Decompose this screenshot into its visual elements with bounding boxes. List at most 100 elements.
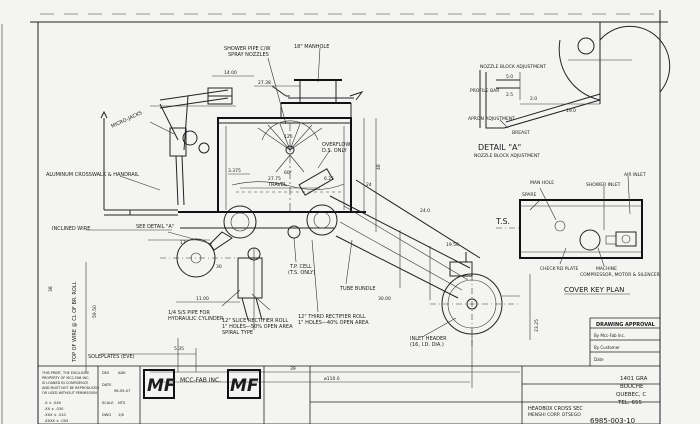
label-inclined-wire: INCLINED WIRE <box>52 226 90 232</box>
label-detail-a: DETAIL "A" <box>478 143 521 152</box>
label-third-roll-1: 12" THIRD RECTIFIER ROLL <box>298 314 366 320</box>
label-third-roll-2: 1" HOLES—40% OPEN AREA <box>298 320 369 326</box>
dim-30: 30 <box>216 264 222 270</box>
tolerance-row: .X ± .040 <box>44 401 62 405</box>
tolerance-row: .XX ± .030 <box>44 407 64 411</box>
frame-and-rolls <box>160 204 366 330</box>
detail-a-view <box>479 22 671 129</box>
dim-2325: 23.25 <box>534 319 540 332</box>
label-slice-roll-3: SPIRAL TYPE <box>222 330 253 336</box>
field-value: 1/8 <box>118 413 124 417</box>
address-line: TEL: 655 <box>617 400 642 406</box>
tolerance-row: .XXXX ± .005 <box>44 419 68 423</box>
fine-print-line: OR USED WITHOUT PERMISSION <box>42 391 97 395</box>
label-overflow-1: OVERFLOW <box>322 142 350 148</box>
fine-print-line: AND MUST NOT BE REPRODUCED <box>42 386 99 390</box>
field-value: NTS <box>118 401 126 405</box>
dim-535: 5.35 <box>174 346 184 352</box>
label-shower-pipe-2: SPRAY NOZZLES <box>228 52 269 58</box>
label-ts: T.S. <box>495 217 510 226</box>
dim-48: 48 <box>376 164 382 170</box>
label-travel: TRAVEL <box>267 182 287 188</box>
label-inlet-header-1: INLET HEADER <box>410 336 447 342</box>
label-tp-cell-2: (T.S. ONLY) <box>288 270 315 276</box>
logo-text: MF <box>147 376 176 396</box>
fine-print-line: THIS PRINT, THE EXCLUSIVE <box>41 371 89 375</box>
address-block: 1401 GRA BOUCHE QUEBEC, C TEL: 655 <box>616 376 648 406</box>
field-value: 96-05-07 <box>114 389 130 393</box>
tube-bundle <box>298 168 481 300</box>
label-hydraulic-1: 1/4 S/S PIPE FOR <box>168 310 210 316</box>
label-hydraulic-2: HYDRAULIC CYLINDER <box>168 316 224 322</box>
dim-38: 38 <box>48 286 54 292</box>
dim-2738: 27.38 <box>258 80 271 86</box>
label-see-detail: SEE DETAIL "A" <box>136 224 174 230</box>
label-checkered: CHECK'RD PLATE <box>540 266 579 272</box>
dim-1950: 19.50 <box>446 242 459 248</box>
drawing-title-2: MENSHI CORP. OTSEGO <box>528 412 581 418</box>
dim-5950: 59.50 <box>92 305 98 318</box>
dim-120: 120 <box>284 134 293 140</box>
dim-25: 2.5 <box>506 92 513 98</box>
label-machine-1: MACHINE <box>596 266 617 272</box>
title-block: DRAWING APPROVAL By Mcc-Fab Inc. By Cust… <box>37 317 661 424</box>
label-apron-adj: APRON ADJUSTMENT <box>468 116 515 122</box>
field-labels: DES ADK DATE 96-05-07 SCALE NTS DWG 1/8 <box>102 371 130 417</box>
label-shower-inlet: SHOWER INLET <box>586 182 621 188</box>
company-logo: MF MCC-FAB INC. <box>143 369 221 399</box>
micro-jack-arm <box>150 89 236 206</box>
cover-plan-labels: T.S. MAN HOLE SHOWER INLET AIR INLET SPA… <box>495 172 660 295</box>
tolerance-row: .XXX ± .010 <box>44 413 67 417</box>
label-man-hole: MAN HOLE <box>530 180 554 186</box>
dim-17: 17 <box>180 240 186 246</box>
label-spare: SPARE <box>522 192 536 198</box>
approval-row-2: By Customer <box>594 345 620 350</box>
label-slice-roll-1: 12" SLICE RECTIFIER ROLL <box>222 318 288 324</box>
dim-24: 24 <box>366 182 372 188</box>
crosswalk-handrail <box>100 110 178 216</box>
sheet-border <box>1 10 668 424</box>
label-machine-2: COMPRESSOR, MOTOR & SILENCER <box>580 272 660 278</box>
dim-190: 19.0 <box>566 108 576 114</box>
dim-39: 39 <box>290 366 296 372</box>
label-tp-cell-1: T.P. CELL <box>289 264 312 270</box>
dim-50: 5.0 <box>506 74 513 80</box>
dim-110: ø110.0 <box>324 376 340 382</box>
field-label: DATE <box>102 383 112 387</box>
logo-text-2: MF <box>230 376 259 396</box>
label-detail-a-sub: NOZZLE BLOCK ADJUSTMENT <box>474 153 540 159</box>
label-tube-bundle: TUBE BUNDLE <box>339 286 376 292</box>
label-nozzle-block-adj: NOZZLE BLOCK ADJUSTMENT <box>480 64 546 70</box>
tolerances: .X ± .040 .XX ± .030 .XXX ± .010 .XXXX ±… <box>44 401 68 423</box>
dim-3000: 30.00 <box>378 296 391 302</box>
field-label: SCALE <box>102 401 114 405</box>
dim-20: 2.0 <box>530 96 537 102</box>
detail-a-labels: NOZZLE BLOCK ADJUSTMENT PROFILE BAR APRO… <box>468 64 546 159</box>
dim-14: 14.00 <box>224 70 237 76</box>
approval-row-3: Date <box>594 357 604 362</box>
label-profile-bar: PROFILE BAR <box>470 88 499 94</box>
label-top-of-wire: TOP OF WIRE @ CL OF BR. ROLL <box>72 281 78 363</box>
dim-2470: 24.0 <box>420 208 430 214</box>
address-line: QUEBEC, C <box>616 392 646 398</box>
address-line: 1401 GRA <box>620 376 648 382</box>
field-label: DES <box>102 371 110 375</box>
label-inlet-header-2: (16, I.D. DIA.) <box>410 342 444 348</box>
label-manhole: 18" MANHOLE <box>294 44 329 50</box>
label-breast: BREAST <box>512 130 530 136</box>
label-soleplates: SOLEPLATES (EVE) <box>88 354 135 360</box>
callout-labels: SHOWER PIPE C/W SPRAY NOZZLES 18" MANHOL… <box>46 44 447 363</box>
spray-fan <box>257 120 323 173</box>
field-label: DWG <box>102 413 111 417</box>
drawing-title-1: HEADBOX CROSS SEC <box>528 406 583 412</box>
fine-print-line: PROPERTY OF MCC-FAB INC. <box>42 376 90 380</box>
drawing-number: 6985-003-10 <box>590 417 635 424</box>
dim-60: 60° <box>284 170 292 176</box>
dim-2775: 27.75 <box>268 176 281 182</box>
label-slice-roll-2: 1" HOLES—50% OPEN AREA <box>222 324 293 330</box>
label-crosswalk: ALUMINUM CROSSWALK & HANDRAIL <box>46 172 139 178</box>
inlet-header <box>430 262 520 346</box>
address-line: BOUCHE <box>620 384 644 390</box>
fine-print: THIS PRINT, THE EXCLUSIVE PROPERTY OF MC… <box>41 371 99 395</box>
